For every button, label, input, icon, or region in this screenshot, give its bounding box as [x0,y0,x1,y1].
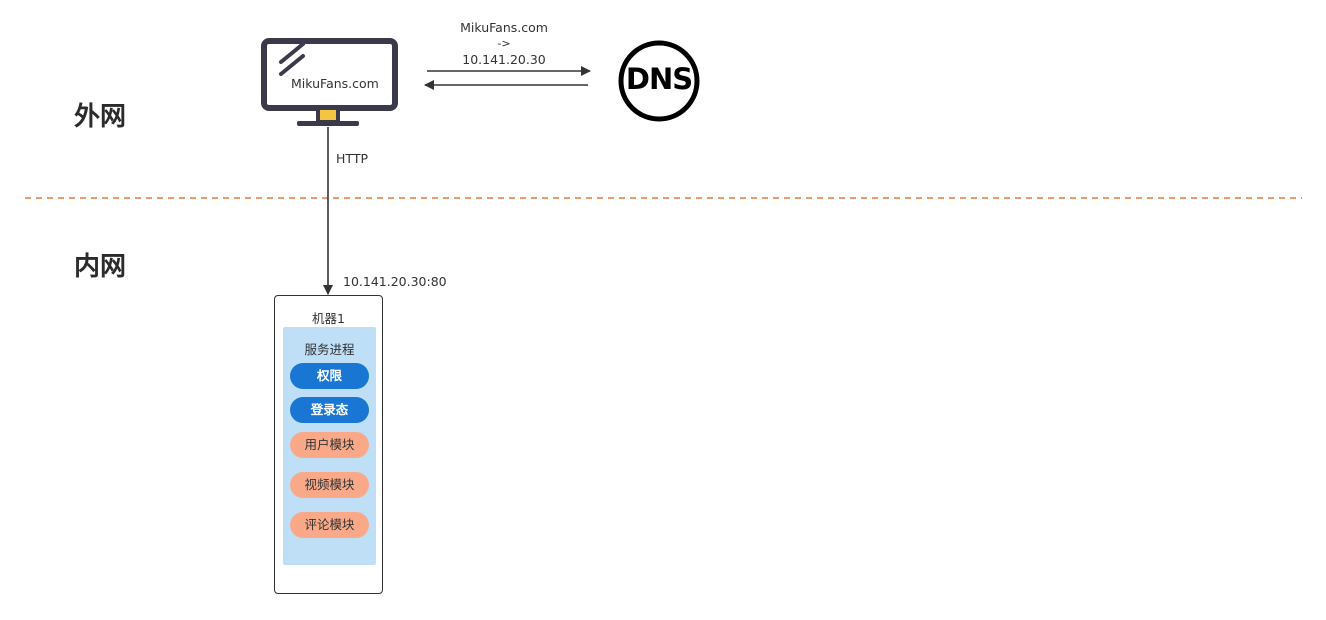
dns-request-ip: 10.141.20.30 [462,52,546,67]
machine-title: 机器1 [312,311,345,326]
module-user: 用户模块 [290,432,369,458]
module-login-state: 登录态 [290,397,369,423]
client-screen-text: MikuFans.com [291,76,379,91]
module-permission: 权限 [290,363,369,389]
module-comment: 评论模块 [290,512,369,538]
dns-request-label: MikuFans.com -> 10.141.20.30 [444,20,564,68]
external-network-label: 外网 [74,102,127,132]
service-process-title: 服务进程 [304,342,355,357]
dns-request-arrow-text: -> [497,37,511,50]
target-address-label: 10.141.20.30:80 [343,274,447,289]
dns-request-domain: MikuFans.com [460,20,548,35]
service-process-box: 服务进程 权限 登录态 用户模块 视频模块 评论模块 [283,327,376,565]
monitor-icon [261,38,398,126]
http-label: HTTP [336,151,368,166]
internal-network-label: 内网 [74,252,127,282]
dns-icon [618,40,700,122]
dns-icon-label: DNS [625,62,693,96]
machine-box: 机器1 服务进程 权限 登录态 用户模块 视频模块 评论模块 [274,295,383,594]
module-video: 视频模块 [290,472,369,498]
